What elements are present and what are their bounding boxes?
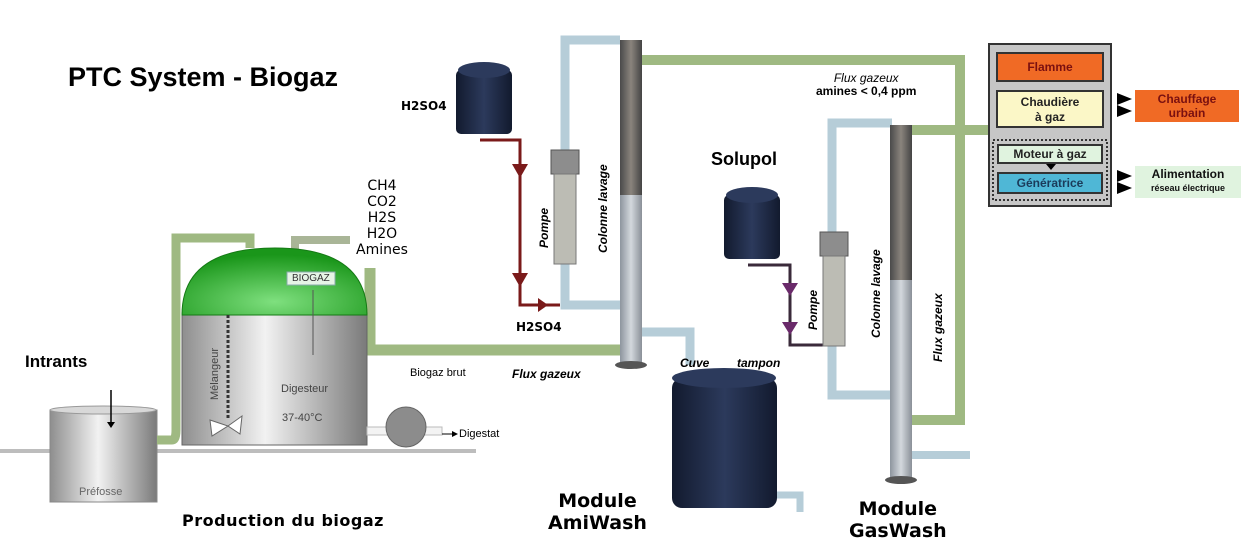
digester-temp: 37-40°C: [282, 412, 323, 424]
amiwash-to-buffer: [640, 327, 695, 365]
gas-component: CH4: [367, 178, 397, 194]
chaudiere-line2: à gaz: [1034, 110, 1065, 124]
gas-component: H2S: [367, 210, 397, 226]
production-section-label: Production du biogaz: [182, 511, 384, 530]
acid-valve-2: [512, 273, 528, 287]
diagram-title: PTC System - Biogaz: [68, 62, 339, 92]
outlet-flux-line1: Flux gazeux: [833, 71, 899, 85]
buffer-tank: [672, 368, 777, 508]
power-arrow-2: [1117, 182, 1132, 194]
chauffage-line1: Chauffage: [1157, 92, 1217, 106]
prefosse-label: Préfosse: [79, 486, 123, 498]
module-gaswash-line1: Module: [858, 498, 938, 520]
gas-component: Amines: [356, 242, 408, 258]
power-arrow-1: [1117, 170, 1132, 182]
generatrice-box: Génératrice: [997, 172, 1103, 194]
solupol-tank: [724, 187, 780, 259]
chaudiere-box: Chaudière à gaz: [996, 90, 1104, 128]
biogas-outlet-pipe: [291, 236, 350, 250]
module-amiwash-line1: Module: [558, 490, 637, 512]
biogas-brut-pipe: [364, 268, 620, 356]
buffer-tank-label-2: tampon: [737, 356, 781, 370]
digestat-arrowhead: [452, 431, 458, 437]
gas-outlet-pipe: [642, 55, 965, 425]
solupol-valve-1: [782, 283, 798, 296]
chaudiere-line1: Chaudière: [1020, 95, 1080, 109]
solupol-label: Solupol: [711, 149, 777, 169]
solupol-valve-2: [782, 322, 798, 335]
gaswash-column-label: Colonne lavage: [869, 249, 883, 338]
flamme-box: Flamme: [996, 52, 1104, 82]
gas-components-list: CH4 CO2 H2S H2O Amines: [356, 178, 408, 258]
amiwash-column-label: Colonne lavage: [596, 164, 610, 253]
heat-arrow-1: [1117, 93, 1132, 105]
gaswash-column: [885, 125, 917, 484]
digester: [181, 247, 368, 446]
biogaz-tag: BIOGAZ: [292, 273, 330, 284]
acid-valve-3: [538, 298, 548, 312]
module-amiwash-line2: AmiWash: [548, 512, 647, 534]
buffer-tank-label-1: Cuve: [680, 356, 710, 370]
buffer-outlet-pipe: [777, 491, 804, 512]
module-amiwash-label: Module AmiWash: [548, 490, 647, 534]
chauffage-line2: urbain: [1168, 106, 1206, 120]
h2so4-tank: [456, 62, 512, 134]
amiwash-flux-label: Flux gazeux: [512, 367, 581, 381]
outlet-flux-label: Flux gazeux amines < 0,4 ppm: [816, 72, 916, 98]
digestat-label: Digestat: [459, 428, 500, 440]
acid-valve-1: [512, 164, 528, 178]
amiwash-pump: [550, 149, 580, 265]
amiwash-column: [615, 40, 647, 369]
outlet-flux-line2: amines < 0,4 ppm: [816, 84, 917, 98]
digestat-pump: [385, 406, 427, 448]
biogaz-tag-box: [286, 271, 336, 286]
digester-label: Digesteur: [281, 383, 329, 395]
mixer-label: Mélangeur: [209, 348, 221, 400]
alimentation-line1: Alimentation: [1151, 167, 1225, 181]
recirculation-pipe: [157, 233, 255, 445]
gaswash-pump: [819, 231, 849, 347]
solupol-line: [748, 263, 830, 347]
amiwash-pump-label: Pompe: [537, 207, 551, 248]
gas-component: H2O: [366, 226, 398, 242]
moteur-to-gen-arrow: [1046, 164, 1056, 170]
chauffage-urbain-box: Chauffage urbain: [1135, 90, 1239, 122]
h2so4-tank-label: H2SO4: [401, 99, 447, 113]
electric-group: [992, 139, 1108, 201]
gas-component: CO2: [367, 194, 397, 210]
intrants-label: Intrants: [25, 352, 88, 371]
heat-arrow-2: [1117, 105, 1132, 117]
module-gaswash-label: Module GasWash: [849, 498, 947, 542]
biogaz-brut-label: Biogaz brut: [410, 367, 466, 379]
moteur-box: Moteur à gaz: [997, 144, 1103, 164]
module-gaswash-line2: GasWash: [849, 520, 947, 542]
alimentation-line2: réseau électrique: [1150, 183, 1226, 193]
prefosse-tank: [49, 405, 158, 503]
h2so4-inject-label: H2SO4: [516, 320, 562, 334]
intrants-arrowhead: [107, 422, 115, 428]
gaswash-pump-label: Pompe: [806, 289, 820, 330]
ground-line: [0, 449, 476, 453]
gaswash-flux-label: Flux gazeux: [931, 293, 945, 362]
alimentation-box: Alimentation réseau électrique: [1135, 166, 1241, 198]
